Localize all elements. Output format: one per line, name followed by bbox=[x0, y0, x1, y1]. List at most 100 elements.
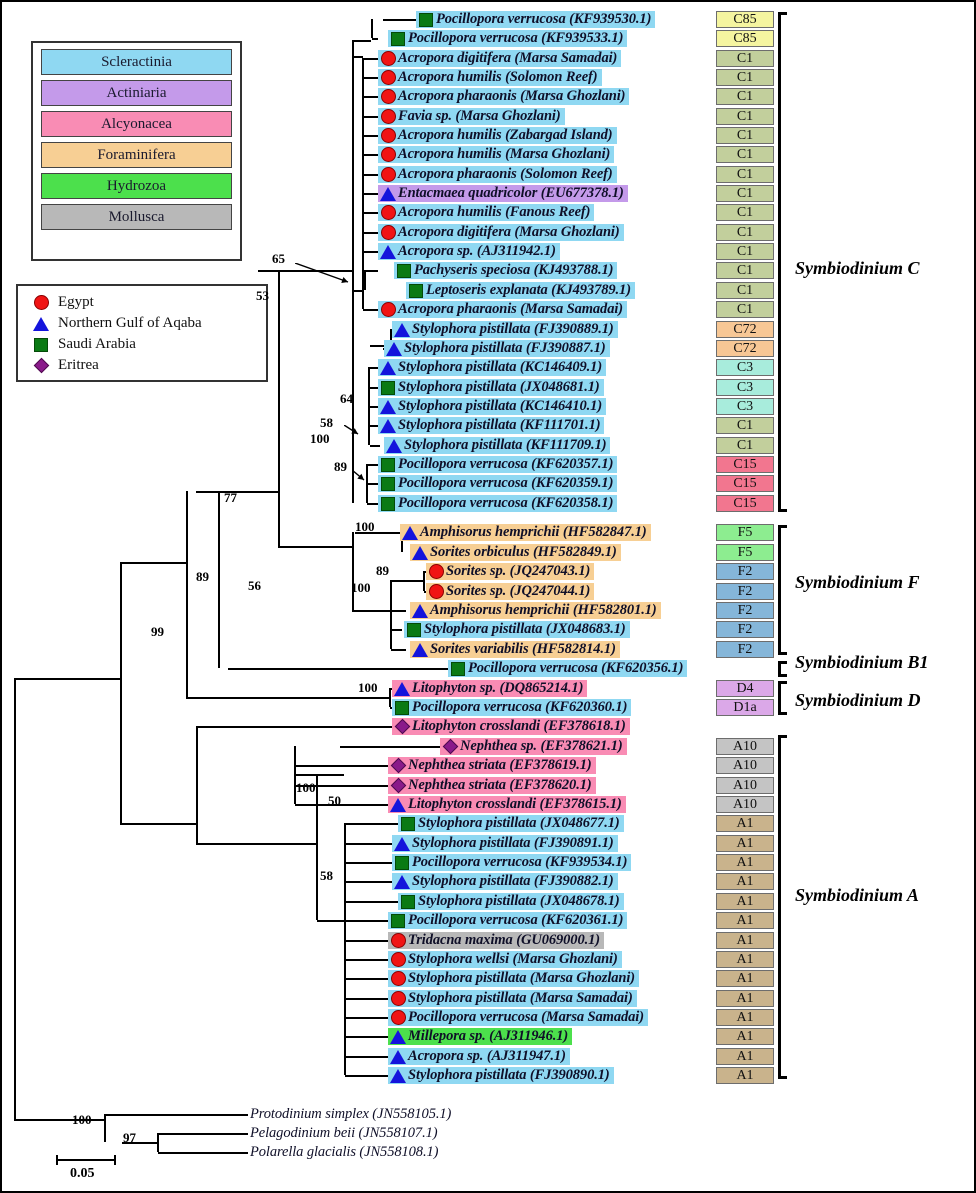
clade-type-box: C3 bbox=[716, 398, 774, 415]
branch-horizontal bbox=[383, 19, 416, 21]
branch-vertical bbox=[186, 491, 188, 493]
branch-horizontal bbox=[363, 174, 378, 176]
clade-type-box: C1 bbox=[716, 50, 774, 67]
circle-icon bbox=[33, 295, 49, 310]
branch-horizontal bbox=[345, 862, 394, 864]
tree-tip-row: Nephthea striata (EF378620.1) bbox=[388, 776, 596, 795]
taxon-label: Stylophora pistillata (Marsa Samadai) bbox=[408, 990, 633, 1006]
clade-type-label: C1 bbox=[736, 185, 754, 201]
branch-horizontal bbox=[196, 491, 218, 493]
triangle-icon bbox=[390, 1029, 406, 1044]
branch-vertical bbox=[218, 491, 221, 668]
branch-horizontal bbox=[345, 843, 394, 845]
clade-type-box: C1 bbox=[716, 204, 774, 221]
tree-tip-row: Pocillopora verrucosa (KF620360.1) bbox=[392, 698, 632, 717]
bootstrap-value: 65 bbox=[272, 251, 285, 266]
taxon-label: Acropora pharaonis (Marsa Samadai) bbox=[398, 301, 624, 317]
triangle-icon bbox=[412, 545, 428, 560]
diamond-icon bbox=[33, 357, 49, 374]
branch-horizontal bbox=[345, 920, 390, 922]
origin-marker bbox=[388, 31, 408, 46]
clade-type-label: C1 bbox=[736, 301, 754, 317]
tree-tip-row: Pachyseris speciosa (KJ493788.1) bbox=[394, 261, 618, 280]
outgroup-tip-row: Pelagodinium beii (JN558107.1) bbox=[250, 1124, 438, 1143]
tree-tip-row: Stylophora pistillata (FJ390890.1) bbox=[388, 1066, 614, 1085]
legend-region-label: Egypt bbox=[58, 294, 94, 310]
clade-type-label: C1 bbox=[736, 108, 754, 124]
bootstrap-value: 97 bbox=[123, 1130, 136, 1145]
taxon-label: Litophyton sp. (DQ865214.1) bbox=[412, 680, 584, 696]
clade-type-label: C1 bbox=[736, 224, 754, 240]
origin-marker bbox=[410, 642, 430, 657]
triangle-icon bbox=[390, 797, 406, 812]
taxon-host-highlight: Amphisorus hemprichii (HF582801.1) bbox=[410, 602, 661, 619]
taxon-label: Acropora sp. (AJ311942.1) bbox=[398, 243, 556, 259]
branch-vertical bbox=[14, 678, 17, 1119]
taxon-host-highlight: Stylophora pistillata (KF111701.1) bbox=[378, 417, 605, 434]
taxon-host-highlight: Favia sp. (Marsa Ghozlani) bbox=[378, 108, 565, 125]
origin-marker bbox=[392, 322, 412, 337]
origin-marker bbox=[392, 681, 412, 696]
origin-marker bbox=[378, 186, 398, 201]
taxon-host-highlight: Amphisorus hemprichii (HF582847.1) bbox=[400, 524, 651, 541]
outgroup-taxon-label: Polarella glacialis (JN558108.1) bbox=[250, 1144, 439, 1160]
branch-horizontal bbox=[196, 726, 392, 728]
triangle-icon bbox=[380, 244, 396, 259]
branch-horizontal bbox=[352, 610, 391, 612]
tree-tip-row: Stylophora wellsi (Marsa Ghozlani) bbox=[388, 950, 622, 969]
origin-marker bbox=[398, 894, 418, 909]
taxon-label: Pachyseris speciosa (KJ493788.1) bbox=[414, 262, 614, 278]
taxon-host-highlight: Pocillopora verrucosa (KF620359.1) bbox=[378, 475, 618, 492]
taxon-host-highlight: Stylophora pistillata (JX048681.1) bbox=[378, 379, 604, 396]
legend-taxon-label: Scleractinia bbox=[101, 53, 172, 70]
origin-marker bbox=[378, 360, 398, 375]
legend-taxon-hydrozoa: Hydrozoa bbox=[41, 173, 232, 199]
clade-type-label: C3 bbox=[736, 398, 754, 414]
branch-horizontal bbox=[295, 765, 388, 767]
triangle-icon bbox=[394, 874, 410, 889]
branch-horizontal bbox=[14, 678, 120, 680]
bootstrap-value: 77 bbox=[224, 490, 237, 505]
origin-marker bbox=[378, 51, 398, 66]
origin-marker bbox=[426, 564, 446, 579]
square-icon bbox=[419, 12, 433, 27]
square-icon bbox=[381, 496, 395, 511]
taxon-host-highlight: Acropora sp. (AJ311942.1) bbox=[378, 243, 560, 260]
origin-marker bbox=[392, 874, 412, 889]
tree-tip-row: Acropora humilis (Zabargad Island) bbox=[378, 126, 617, 145]
origin-marker bbox=[378, 380, 398, 395]
origin-marker bbox=[440, 738, 460, 755]
taxon-host-highlight: Acropora pharaonis (Marsa Ghozlani) bbox=[378, 88, 630, 105]
clade-type-label: A1 bbox=[736, 1048, 754, 1064]
square-icon bbox=[381, 457, 395, 472]
clade-type-box: A1 bbox=[716, 854, 774, 871]
taxon-host-highlight: Stylophora pistillata (KF111709.1) bbox=[384, 437, 611, 454]
clade-type-label: A10 bbox=[732, 796, 758, 812]
scale-bar-label: 0.05 bbox=[70, 1166, 95, 1181]
branch-horizontal bbox=[391, 649, 406, 651]
taxon-host-highlight: Stylophora pistillata (FJ390889.1) bbox=[392, 321, 618, 338]
triangle-icon bbox=[380, 360, 396, 375]
clade-type-box: A1 bbox=[716, 912, 774, 929]
tree-tip-row: Leptoseris explanata (KJ493789.1) bbox=[406, 281, 635, 300]
origin-marker bbox=[394, 263, 414, 278]
branch-horizontal bbox=[345, 823, 400, 825]
taxon-label: Pocillopora verrucosa (KF620359.1) bbox=[398, 475, 614, 491]
origin-marker bbox=[378, 205, 398, 220]
taxon-host-highlight: Pocillopora verrucosa (KF939530.1) bbox=[416, 11, 656, 28]
branch-vertical bbox=[120, 562, 123, 823]
taxon-host-highlight: Acropora humilis (Fanous Reef) bbox=[378, 204, 595, 221]
legend-taxon-label: Foraminifera bbox=[97, 146, 176, 163]
taxon-label: Stylophora pistillata (KF111701.1) bbox=[398, 417, 601, 433]
clade-type-label: A1 bbox=[736, 1009, 754, 1025]
clade-type-box: A1 bbox=[716, 1028, 774, 1045]
origin-marker bbox=[410, 545, 430, 560]
taxon-host-highlight: Pocillopora verrucosa (KF939534.1) bbox=[392, 854, 632, 871]
branch-horizontal bbox=[158, 1133, 248, 1135]
clade-type-box: F5 bbox=[716, 544, 774, 561]
branch-horizontal bbox=[363, 193, 378, 195]
branch-horizontal bbox=[158, 1152, 248, 1154]
clade-type-box: C85 bbox=[716, 30, 774, 47]
tree-tip-row: Stylophora pistillata (Marsa Ghozlani) bbox=[388, 969, 640, 988]
